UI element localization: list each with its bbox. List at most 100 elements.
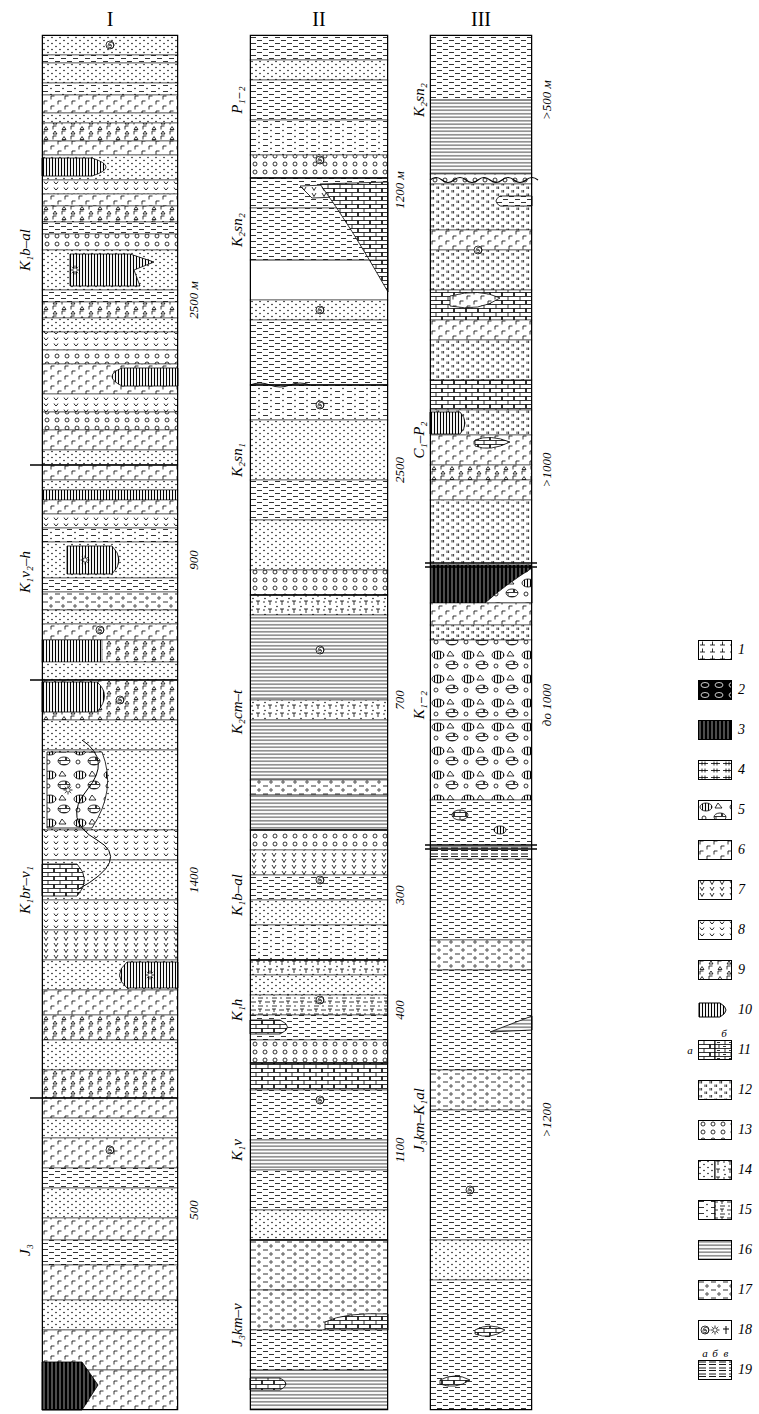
lithology-use [146, 971, 155, 980]
legend-number: 16 [738, 1242, 752, 1258]
lithology-path [67, 546, 119, 574]
lithology-use [96, 626, 104, 634]
lithology-rect [430, 250, 532, 290]
lithology-path [120, 962, 179, 988]
lithology-rect [42, 350, 178, 364]
legend-number: 18 [738, 1322, 752, 1338]
lithology-rect [430, 290, 532, 320]
legend-number: 9 [738, 962, 745, 978]
lithology-rect [42, 141, 178, 155]
lithology-rect [42, 194, 178, 206]
legend-item: 7 [698, 880, 756, 900]
lithology-rect [42, 95, 178, 113]
lithology-rect [42, 35, 178, 55]
stratigraphic-index: J₃ [18, 1244, 33, 1256]
lithology-rect [42, 490, 178, 500]
lithology-g [316, 156, 324, 1104]
lithology-rect [42, 123, 178, 141]
lithology-g [250, 35, 388, 1410]
section-column: III [430, 35, 532, 1410]
lithology-rect [430, 465, 532, 480]
lithology-path [30, 465, 178, 1098]
lithology-rect [430, 603, 532, 625]
column-number: III [431, 8, 531, 30]
lithology-rect [250, 975, 388, 995]
lithology-rect [250, 1210, 388, 1240]
lithology-rect [42, 83, 178, 95]
lithology-rect [42, 960, 178, 990]
legend-number: 6 [738, 842, 745, 858]
lithology-rect [250, 960, 388, 975]
lithology-rect [250, 260, 388, 300]
lithology-rect [42, 662, 178, 680]
legend-item: 15 [698, 1200, 756, 1220]
legend-sample-part [699, 921, 732, 940]
lithology-g [30, 465, 178, 1098]
legend-sample [698, 760, 732, 780]
stratigraphic-index: J₃km–K₁al [412, 1088, 427, 1152]
lithology-rect [430, 625, 532, 640]
lithology-rect [42, 250, 178, 290]
thickness-value: 2500 [393, 457, 406, 483]
stratigraphic-index: K₁v₂–h [18, 551, 33, 593]
lithology-rect [250, 795, 388, 830]
legend-sample-part [715, 1161, 732, 1180]
lithology-use [116, 696, 124, 704]
stratigraphic-index: J₃km–v [230, 1303, 245, 1347]
lithology-rect [250, 830, 388, 850]
legend-sample-part [699, 1321, 732, 1340]
lithology-rect [250, 570, 388, 595]
legend-item: 9 [698, 960, 756, 980]
legend-number: 11 [738, 1042, 751, 1058]
legend-item: 5 [698, 800, 756, 820]
lithology-rect [250, 35, 388, 60]
legend-item: 19 [698, 1360, 756, 1380]
lithology-rect [430, 320, 532, 340]
lithology-rect [42, 222, 178, 234]
lithology-use [316, 306, 324, 314]
legend-number: 3 [738, 722, 745, 738]
lithology-g [430, 35, 538, 1410]
lithology-rect [250, 60, 388, 80]
stratigraphic-index: K₁₋₂ [412, 691, 427, 719]
legend-number: 12 [738, 1082, 752, 1098]
lithology-path [70, 254, 154, 286]
legend-sample-part [715, 1201, 732, 1220]
thickness-value: 500 [187, 1200, 200, 1220]
lithology-rect [250, 925, 388, 960]
lithology-rect [42, 1040, 178, 1070]
legend-sample [698, 1360, 732, 1380]
lithology-rect [42, 750, 178, 830]
lithology-use [71, 266, 80, 275]
legend-sample [698, 920, 732, 940]
lithology-rect [42, 206, 178, 222]
legend-sample [698, 680, 732, 700]
section-column: I [42, 35, 178, 1410]
stratigraphic-index: K₁br–v₁ [18, 866, 33, 914]
lithology-path [475, 1326, 505, 1336]
legend-sample-part [699, 641, 732, 660]
legend-letter: б [721, 1028, 727, 1039]
legend-number: 17 [738, 1282, 752, 1298]
lithology-rect [42, 113, 178, 123]
lithology-rect [250, 595, 388, 615]
lithology-rect [250, 1330, 388, 1370]
lithology-rect [42, 1015, 178, 1040]
stratigraphic-index: K₂sn₂ [230, 213, 245, 247]
thickness-value: >500 м [540, 80, 553, 120]
lithology-rect [250, 320, 388, 385]
stratigraphic-index: K₁v [230, 1139, 245, 1161]
lithology-rect [42, 1098, 178, 1118]
legend-number: 4 [738, 762, 745, 778]
legend-sample [698, 880, 732, 900]
lithology-rect [42, 1168, 178, 1188]
thickness-value: 700 [393, 690, 406, 710]
legend-item: 14 [698, 1160, 756, 1180]
legend-sample-part [699, 1361, 732, 1380]
lithology-rect [42, 394, 178, 412]
legend-number: 1 [738, 642, 745, 658]
lithology-rect [42, 624, 178, 640]
legend-number: 8 [738, 922, 745, 938]
lithology-path [490, 1016, 532, 1032]
thickness-value: 1200 м [393, 171, 406, 209]
